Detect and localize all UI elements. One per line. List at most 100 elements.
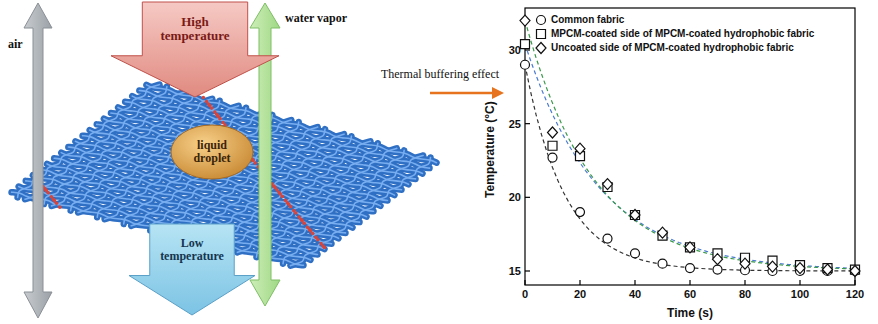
microcapsule xyxy=(55,201,59,205)
fabric-thread-highlight xyxy=(25,87,167,200)
data-point xyxy=(548,153,557,162)
x-tick xyxy=(799,280,800,285)
fit-curve xyxy=(525,65,855,271)
data-point xyxy=(686,264,695,273)
data-point xyxy=(713,254,723,265)
x-tick xyxy=(744,280,745,285)
microcapsule xyxy=(308,228,312,232)
data-point xyxy=(575,143,585,154)
microcapsule xyxy=(58,205,62,209)
plot-frame xyxy=(525,8,855,285)
x-axis-title: Time (s) xyxy=(667,307,713,320)
legend-marker xyxy=(537,16,546,25)
microcapsule xyxy=(316,238,320,242)
arrow-outline xyxy=(111,2,279,97)
microcapsule xyxy=(202,96,206,100)
legend-text: Uncoated side of MPCM-coated hydrophobic… xyxy=(551,42,794,53)
microcapsule xyxy=(289,205,293,209)
data-point xyxy=(713,265,722,274)
microcapsule xyxy=(277,191,281,195)
low-temperature-arrow: Low temperature xyxy=(128,224,256,316)
microcapsule xyxy=(253,161,257,165)
fabric-thread xyxy=(264,150,404,259)
temperature-chart xyxy=(520,8,860,285)
legend-marker xyxy=(536,43,546,54)
data-point xyxy=(850,266,860,277)
x-tick-label: 0 xyxy=(522,288,528,300)
y-tick xyxy=(525,123,530,124)
microcapsule xyxy=(280,195,284,199)
x-tick xyxy=(689,280,690,285)
x-tick xyxy=(634,280,635,285)
data-point xyxy=(603,234,612,243)
microcapsule xyxy=(302,221,306,225)
fabric-thread-highlight xyxy=(283,155,423,263)
microcapsule xyxy=(218,117,222,121)
data-point xyxy=(548,141,557,150)
y-tick-label: 20 xyxy=(509,191,521,203)
water-vapor-label: water vapor xyxy=(285,12,347,25)
air-label: air xyxy=(8,38,23,51)
node-label: Low temperature xyxy=(154,224,230,263)
legend-text: Common fabric xyxy=(551,14,624,25)
microcapsule xyxy=(52,197,56,201)
fabric-thread-highlight xyxy=(237,143,377,252)
x-tick-label: 100 xyxy=(791,288,809,300)
microcapsule xyxy=(210,106,214,110)
x-tick-label: 80 xyxy=(739,288,751,300)
droplet-outline xyxy=(171,125,253,179)
microcapsule xyxy=(321,244,325,248)
data-point xyxy=(521,60,530,69)
data-point xyxy=(658,227,668,238)
data-point xyxy=(548,127,558,138)
x-tick xyxy=(579,280,580,285)
air-arrow xyxy=(24,3,52,318)
data-point xyxy=(685,242,695,253)
microcapsule xyxy=(311,232,315,236)
y-tick xyxy=(525,270,530,271)
x-tick xyxy=(524,280,525,285)
x-tick-label: 120 xyxy=(846,288,864,300)
fabric-thread xyxy=(290,157,430,265)
microcapsule xyxy=(215,113,219,117)
fit-curve xyxy=(525,21,855,269)
fabric-thread-highlight xyxy=(158,122,299,232)
legend-text: MPCM-coated side of MPCM-coated hydropho… xyxy=(551,28,814,39)
fabric-thread-highlight xyxy=(111,113,402,190)
data-point xyxy=(658,259,667,268)
microcapsule xyxy=(46,191,50,195)
y-tick-label: 30 xyxy=(509,44,521,56)
microcapsule xyxy=(43,187,47,191)
data-point xyxy=(740,258,750,269)
x-tick-label: 40 xyxy=(629,288,641,300)
legend-marker xyxy=(537,30,546,39)
fabric-thread-highlight xyxy=(104,119,395,195)
data-point xyxy=(603,179,613,190)
fabric-thread-highlight xyxy=(264,150,404,259)
microcapsule xyxy=(294,211,298,215)
data-point xyxy=(768,261,778,272)
fabric-thread-highlight xyxy=(290,157,430,265)
data-point xyxy=(575,208,584,217)
data-point xyxy=(686,243,695,252)
liquid-droplet: liquid droplet xyxy=(170,124,254,180)
fabric-thread-highlight xyxy=(131,115,272,226)
buffering-arrow xyxy=(430,87,504,99)
x-tick-label: 20 xyxy=(574,288,586,300)
fabric-thread xyxy=(25,87,167,200)
y-tick xyxy=(525,197,530,198)
data-point xyxy=(520,15,530,26)
data-point xyxy=(521,40,530,49)
microcapsule xyxy=(272,184,276,188)
arrow-outline xyxy=(129,224,255,315)
x-tick-label: 60 xyxy=(684,288,696,300)
y-tick xyxy=(525,49,530,50)
data-point xyxy=(631,249,640,258)
microcapsule xyxy=(299,218,303,222)
data-point xyxy=(631,211,640,220)
x-tick xyxy=(854,280,855,285)
fabric-thread-highlight xyxy=(97,124,388,200)
high-temperature-arrow: High temperature xyxy=(110,2,280,98)
fit-curve xyxy=(525,44,855,268)
